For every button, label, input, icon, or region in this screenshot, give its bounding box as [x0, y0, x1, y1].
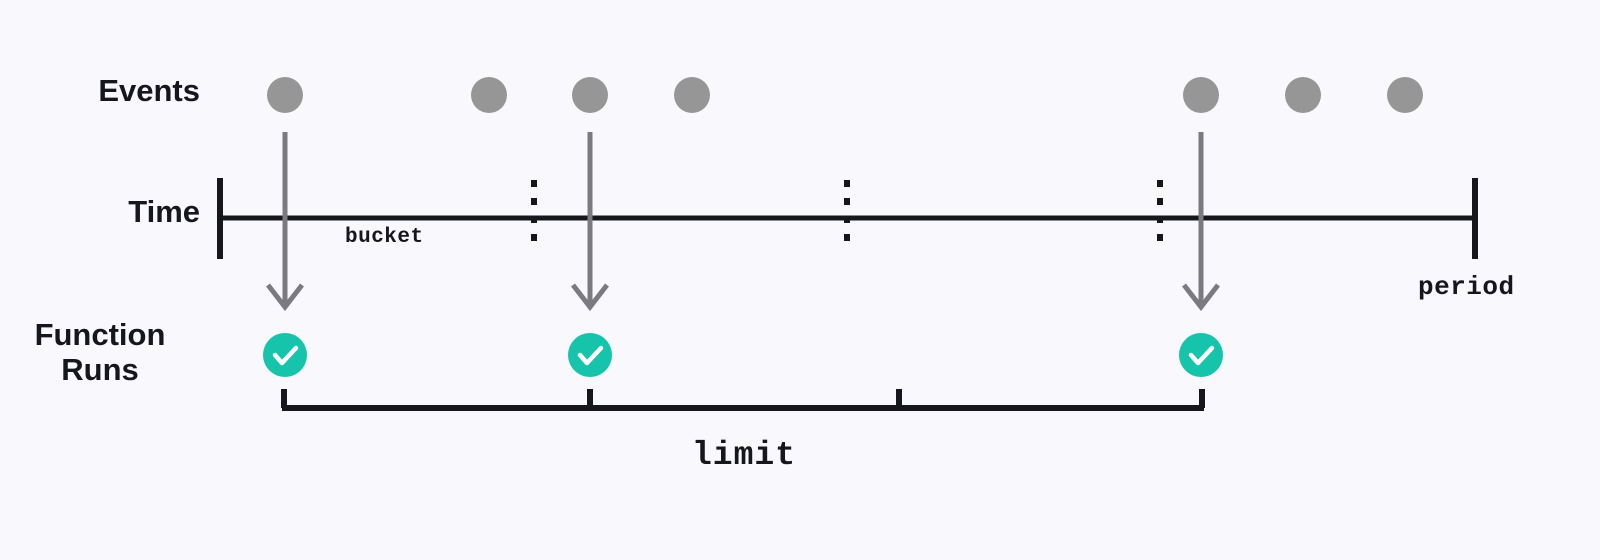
- period-annotation-label: period: [1418, 272, 1515, 302]
- events-row-label: Events: [98, 73, 200, 108]
- function-run-badges: [263, 333, 1223, 377]
- function-runs-row-label: Function Runs: [34, 317, 166, 387]
- event-dot: [267, 77, 303, 113]
- check-icon: [272, 345, 299, 366]
- trigger-arrow: [266, 132, 304, 312]
- function-run-badge: [568, 333, 612, 377]
- function-run-badge: [263, 333, 307, 377]
- event-dot: [1387, 77, 1423, 113]
- check-icon: [577, 345, 604, 366]
- run-badge-circle: [1179, 333, 1223, 377]
- event-dot: [471, 77, 507, 113]
- bucket-annotation-label: bucket: [345, 226, 424, 249]
- run-badge-circle: [263, 333, 307, 377]
- limit-bracket: [281, 389, 1205, 411]
- check-icon: [1188, 345, 1215, 366]
- event-dot: [1285, 77, 1321, 113]
- bucket-dividers: [531, 180, 1163, 247]
- trigger-arrow: [571, 132, 609, 312]
- time-row-label: Time: [128, 194, 200, 229]
- limit-annotation-label: limit: [692, 437, 797, 474]
- trigger-arrows: [266, 132, 1220, 312]
- event-dot: [674, 77, 710, 113]
- trigger-arrow: [1182, 132, 1220, 312]
- event-dot: [572, 77, 608, 113]
- function-run-badge: [1179, 333, 1223, 377]
- event-dot: [1183, 77, 1219, 113]
- event-dots: [267, 77, 1423, 113]
- run-badge-circle: [568, 333, 612, 377]
